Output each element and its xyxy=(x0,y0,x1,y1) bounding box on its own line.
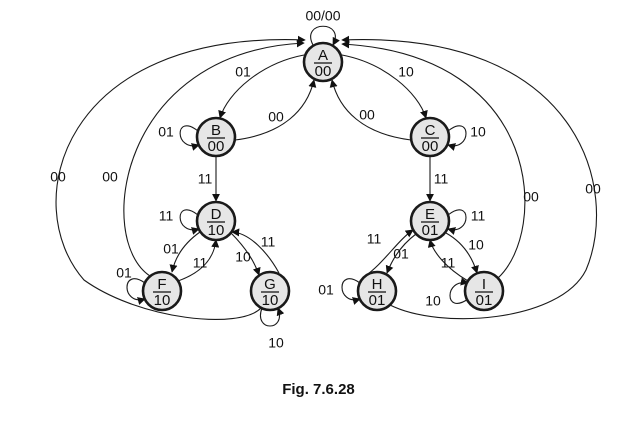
transition-label-i-to-e: 11 xyxy=(441,255,456,271)
transition-g-to-g xyxy=(259,307,285,327)
transition-label-h-to-e: 11 xyxy=(367,231,382,247)
transition-label-h-to-a: 00 xyxy=(585,181,601,197)
state-circle xyxy=(409,200,451,242)
state-circle xyxy=(195,116,237,158)
transition-h-to-h xyxy=(341,278,361,305)
transition-label-e-to-h: 01 xyxy=(393,246,409,262)
state-output: 01 xyxy=(476,292,493,309)
state-name: F xyxy=(157,276,166,293)
transition-label-b-to-a: 00 xyxy=(268,109,284,125)
transition-label-d-to-d: 11 xyxy=(159,208,174,224)
state-output: 00 xyxy=(422,138,439,155)
transition-label-f-to-a: 00 xyxy=(102,169,118,185)
transition-label-g-to-a: 00 xyxy=(50,169,66,185)
state-output: 10 xyxy=(154,292,171,309)
transition-label-a-to-c: 10 xyxy=(398,64,414,80)
transition-label-h-to-h: 01 xyxy=(318,282,334,298)
state-node-c: C00 xyxy=(409,116,451,158)
transition-label-i-to-i: 10 xyxy=(425,293,441,309)
transition-c-to-a xyxy=(329,79,412,141)
transition-label-c-to-e: 11 xyxy=(434,171,449,187)
transitions-layer xyxy=(55,25,597,327)
transition-a-to-b xyxy=(218,54,305,119)
transition-d-to-f xyxy=(169,231,201,273)
state-name: I xyxy=(482,276,486,293)
transition-f-to-d xyxy=(177,239,220,282)
state-node-g: G10 xyxy=(249,270,291,312)
state-output: 10 xyxy=(208,222,225,239)
transition-label-d-to-g: 10 xyxy=(235,249,251,265)
state-node-a: A00 xyxy=(302,41,344,83)
transition-h-to-a xyxy=(341,35,597,320)
state-node-d: D10 xyxy=(195,200,237,242)
figure-caption: Fig. 7.6.28 xyxy=(282,381,355,398)
transition-label-e-to-i: 10 xyxy=(468,237,484,253)
state-output: 10 xyxy=(262,292,279,309)
transition-f-to-a xyxy=(123,39,305,277)
state-circle xyxy=(409,116,451,158)
transition-label-a-to-b: 01 xyxy=(235,64,251,80)
state-circle xyxy=(249,270,291,312)
state-node-f: F10 xyxy=(141,270,183,312)
transition-label-i-to-a: 00 xyxy=(523,189,539,205)
transition-label-b-to-d: 11 xyxy=(198,171,213,187)
transition-e-to-i xyxy=(445,232,479,274)
state-circle xyxy=(141,270,183,312)
transition-b-to-a xyxy=(234,79,317,141)
transition-i-to-a xyxy=(341,40,526,279)
transition-e-to-e xyxy=(447,209,467,235)
transition-i-to-i xyxy=(449,277,469,304)
state-circle xyxy=(302,41,344,83)
state-circle xyxy=(463,270,505,312)
state-node-i: I01 xyxy=(463,270,505,312)
transition-label-f-to-f: 01 xyxy=(116,265,132,281)
transition-d-to-d xyxy=(179,209,200,235)
state-output: 01 xyxy=(369,292,386,309)
state-output: 00 xyxy=(208,138,225,155)
state-circle xyxy=(356,270,398,312)
transition-label-a-to-a: 00/00 xyxy=(305,8,340,24)
transition-label-c-to-a: 00 xyxy=(359,107,375,123)
state-name: D xyxy=(211,206,222,223)
state-node-b: B00 xyxy=(195,116,237,158)
transition-g-to-a xyxy=(55,35,306,320)
transition-label-g-to-g: 10 xyxy=(268,335,284,351)
state-name: H xyxy=(372,276,383,293)
transition-b-to-b xyxy=(179,125,200,151)
transition-label-f-to-d: 11 xyxy=(193,255,208,271)
transition-label-c-to-c: 10 xyxy=(470,124,486,140)
transition-label-g-to-d: 11 xyxy=(261,234,276,250)
state-name: E xyxy=(425,206,435,223)
state-node-e: E01 xyxy=(409,200,451,242)
state-circle xyxy=(195,200,237,242)
state-output: 01 xyxy=(422,222,439,239)
transition-f-to-f xyxy=(126,278,146,305)
transition-c-to-c xyxy=(447,125,467,151)
transition-g-to-d xyxy=(231,228,280,274)
state-name: B xyxy=(211,122,221,139)
state-name: C xyxy=(425,122,436,139)
transition-label-d-to-f: 01 xyxy=(163,241,179,257)
state-node-h: H01 xyxy=(356,270,398,312)
transition-a-to-c xyxy=(341,54,428,119)
transition-label-b-to-b: 01 xyxy=(158,124,174,140)
transition-a-to-a xyxy=(310,25,340,46)
state-name: G xyxy=(264,276,276,293)
transition-label-e-to-e: 11 xyxy=(471,208,486,224)
state-name: A xyxy=(318,47,328,64)
state-output: 00 xyxy=(315,63,332,80)
